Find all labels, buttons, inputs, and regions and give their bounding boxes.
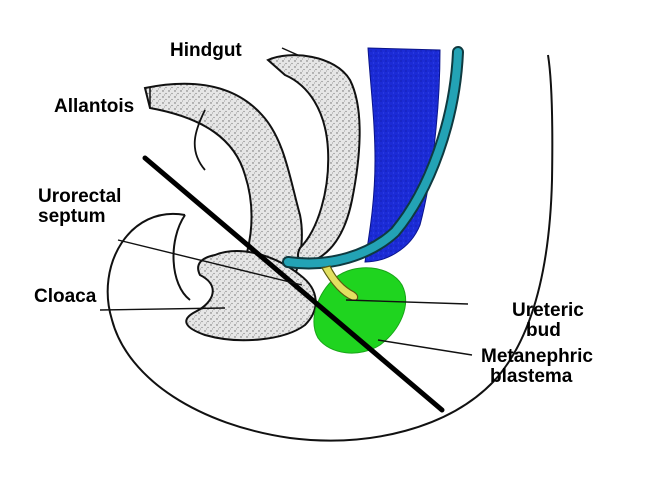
urorectal-leader xyxy=(117,239,303,286)
label-ureteric-line1: Ureteric xyxy=(512,300,584,321)
label-hindgut: Hindgut xyxy=(170,40,242,61)
hindgut-leader xyxy=(281,47,301,57)
section-line xyxy=(142,155,445,413)
ureteric-bud xyxy=(321,265,359,301)
label-urorectal-line1: Urorectal xyxy=(38,186,121,207)
tail-inner-outline xyxy=(172,214,191,301)
ureteric-leader xyxy=(345,299,469,305)
label-ureteric-line2: bud xyxy=(526,320,561,341)
label-metanephric-line1: Metanephric xyxy=(481,346,593,367)
blue-mesoderm-region xyxy=(364,47,441,263)
label-urorectal-line2: septum xyxy=(38,206,106,227)
metanephric-leader xyxy=(377,339,473,356)
label-metanephric-line2: blastema xyxy=(490,366,573,387)
cloaca-leader xyxy=(99,307,226,311)
label-cloaca: Cloaca xyxy=(34,286,97,307)
embryo-body-outline xyxy=(106,54,554,442)
allantois-neck-outline xyxy=(193,109,206,171)
label-allantois: Allantois xyxy=(54,96,134,117)
mesonephric-duct-inner xyxy=(284,48,462,268)
